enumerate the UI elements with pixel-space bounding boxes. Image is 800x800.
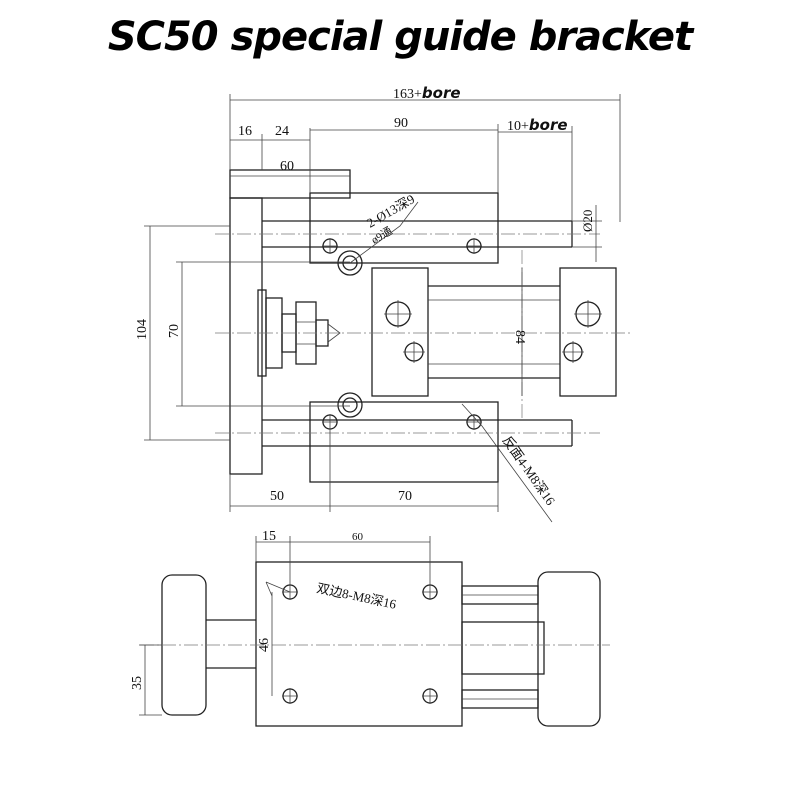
top-flange bbox=[229, 169, 351, 199]
dim-70-vertical: 70 bbox=[167, 324, 182, 338]
dim-60-side: 60 bbox=[352, 531, 364, 543]
dim-84: 84 bbox=[512, 330, 527, 344]
center-block bbox=[371, 267, 429, 397]
side-view: 15 60 46 35 双边8-M8深16 bbox=[130, 529, 610, 727]
mounting-plate bbox=[229, 197, 263, 475]
dim-overall: 163+bore bbox=[393, 84, 461, 102]
reverse-callout: 反面4-M8深16 bbox=[500, 433, 559, 508]
side-block bbox=[255, 561, 463, 727]
page-title: SC50 special guide bracket bbox=[107, 14, 693, 60]
counterbore-hole bbox=[337, 392, 363, 418]
lower-guide-block bbox=[309, 401, 499, 483]
dim-50: 50 bbox=[270, 489, 284, 504]
dim-46: 46 bbox=[257, 638, 272, 652]
upper-guide-block bbox=[309, 192, 499, 264]
dim-10-bore: 10+bore bbox=[507, 116, 568, 134]
end-plate bbox=[559, 267, 617, 397]
top-view: 163+bore 16 24 90 10+bore 60 Ø20 104 70 … bbox=[135, 84, 630, 523]
dim-15: 15 bbox=[262, 529, 276, 544]
dim-60-top: 60 bbox=[280, 159, 294, 174]
dim-35: 35 bbox=[130, 676, 145, 690]
dim-70-bottom: 70 bbox=[398, 489, 412, 504]
hole-callout-1: 2-Ø13深9 bbox=[364, 191, 417, 230]
dim-104: 104 bbox=[135, 319, 150, 340]
side-callout: 双边8-M8深16 bbox=[315, 580, 398, 612]
dim-20: Ø20 bbox=[580, 210, 595, 232]
dim-90: 90 bbox=[394, 116, 408, 131]
dim-24: 24 bbox=[275, 124, 289, 139]
side-end-plate bbox=[537, 571, 601, 727]
dim-16: 16 bbox=[238, 124, 252, 139]
counterbore-hole bbox=[337, 250, 363, 276]
